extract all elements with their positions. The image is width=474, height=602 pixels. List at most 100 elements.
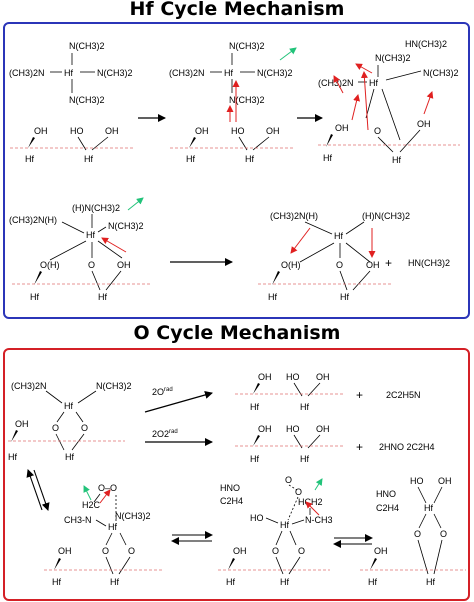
me2n-label: (CH3)2N xyxy=(318,78,354,88)
nme2-label: N(CH3)2 xyxy=(423,68,459,78)
o-cycle-start-complex: (CH3)2N N(CH3)2 Hf xyxy=(11,381,132,423)
hf-label: Hf xyxy=(226,577,235,587)
oh-label: OH xyxy=(335,123,349,133)
hno-label: HNO xyxy=(376,489,396,499)
o-cycle-panel xyxy=(3,348,470,601)
nme2-label: N(CH3)2 xyxy=(257,68,293,78)
hf-partially-reacted: HN(CH3)2 N(CH3)2 (CH3)2N Hf N(CH3)2 xyxy=(318,39,459,141)
o-label: O xyxy=(102,546,109,556)
hf-tdmah-approach: N(CH3)2 (CH3)2N Hf N(CH3)2 N(CH3)2 xyxy=(169,41,297,122)
oh-label: OH xyxy=(34,126,48,136)
oh-label: OH xyxy=(258,424,272,434)
o-label: O xyxy=(128,546,135,556)
hf-label: Hf xyxy=(250,402,259,412)
hnme2-label: HN(CH3)2 xyxy=(405,39,447,49)
oxygen-bridged-surface: OH O O Hf Hf xyxy=(218,546,330,587)
oh-label: OH xyxy=(316,372,330,382)
equilibrium-arrow xyxy=(333,534,373,548)
ch3n-label: CH3-N xyxy=(64,515,92,525)
nme2-label: N(CH3)2 xyxy=(229,41,265,51)
o-dot-label: O xyxy=(295,487,302,497)
o-h-label: O(H) xyxy=(40,260,60,270)
hf-center-label: Hf xyxy=(108,522,117,532)
hydroxylated-surface: OH O OH Hf Hf xyxy=(318,119,460,165)
h-nme2-label: (H)N(CH3)2 xyxy=(362,211,410,221)
h2c-label: H2C xyxy=(82,500,101,510)
hf-label: Hf xyxy=(300,402,309,412)
hf-label: Hf xyxy=(245,154,254,164)
nme2-label: N(CH3)2 xyxy=(375,53,411,63)
hf-label: Hf xyxy=(65,452,74,462)
hydroxylated-surface: OH HO OH Hf Hf xyxy=(170,126,295,164)
hydroxylated-hf-product: HO OH Hf xyxy=(410,476,452,529)
hf-cycle-panel xyxy=(3,22,470,319)
hno-c2h4-label: 2HNO 2C2H4 xyxy=(379,442,435,452)
hf-center-label: Hf xyxy=(334,231,343,241)
hf-center-label: Hf xyxy=(369,78,378,88)
hf-label: Hf xyxy=(426,577,435,587)
o-label: O xyxy=(374,126,381,136)
hno-label: HNO xyxy=(220,483,240,493)
ozone-radical-pathway: 2O2rad xyxy=(145,429,213,446)
hf-tdmah-molecule: N(CH3)2 (CH3)2N Hf N(CH3)2 N(CH3)2 xyxy=(9,41,133,105)
hf-label: Hf xyxy=(368,577,377,587)
peroxo-insertion-complex: O–O H2C CH3-N N(CH3)2 Hf xyxy=(64,483,151,546)
h-nme2-label: (H)N(CH3)2 xyxy=(72,203,120,213)
hf-center-label: Hf xyxy=(86,230,95,240)
hydroxylated-surface: O(H) O OH Hf Hf xyxy=(12,260,150,302)
o-label: O xyxy=(336,260,343,270)
hf-label: Hf xyxy=(25,154,34,164)
nme2-label: N(CH3)2 xyxy=(69,95,105,105)
hf-label: Hf xyxy=(110,577,119,587)
oh-label: OH xyxy=(417,119,431,129)
ho-label: HO xyxy=(286,372,300,382)
me2nh-label: (CH3)2N(H) xyxy=(9,215,57,225)
nme2-label: N(CH3)2 xyxy=(115,511,151,521)
oh-label: OH xyxy=(258,372,272,382)
nme2-label: N(CH3)2 xyxy=(69,41,105,51)
oxygen-bridged-surface: OH O O Hf Hf xyxy=(360,529,466,587)
hf-label: Hf xyxy=(250,454,259,464)
oh-label: OH xyxy=(105,126,119,136)
c2h5n-label: 2C2H5N xyxy=(386,390,421,400)
hf-center-label: Hf xyxy=(64,68,73,78)
me2n-label: (CH3)2N xyxy=(11,381,47,391)
o-label: O xyxy=(414,529,421,539)
ho-label: HO xyxy=(70,126,84,136)
oxygen-bridged-surface: OH O O Hf Hf xyxy=(44,546,162,587)
hf-label: Hf xyxy=(8,452,17,462)
oh-label: OH xyxy=(316,424,330,434)
hf-center-label: Hf xyxy=(224,68,233,78)
oh-label: OH xyxy=(266,126,280,136)
ho-label: HO xyxy=(410,476,424,486)
nme2-label: N(CH3)2 xyxy=(229,95,265,105)
oh-label: OH xyxy=(374,546,388,556)
hf-center-label: Hf xyxy=(64,401,73,411)
c2h4-label: C2H4 xyxy=(376,503,399,513)
equilibrium-arrow xyxy=(26,469,50,511)
byproduct-hno-c2h4: HNO C2H4 xyxy=(376,489,399,513)
oo-label: O–O xyxy=(98,483,117,493)
nme2-label: N(CH3)2 xyxy=(97,68,133,78)
hf-label: Hf xyxy=(52,577,61,587)
oh-label: OH xyxy=(195,126,209,136)
o-h-label: O(H) xyxy=(281,260,301,270)
hf-label: Hf xyxy=(340,292,349,302)
oh-label: OH xyxy=(233,546,247,556)
oh-label: OH xyxy=(117,260,131,270)
hf-label: Hf xyxy=(392,155,401,165)
ho-label: HO xyxy=(231,126,245,136)
rehydroxylated-surface: OH HO OH Hf Hf + 2C2H5N xyxy=(235,372,421,412)
hf-label: Hf xyxy=(268,292,277,302)
hf-center-label: Hf xyxy=(424,503,433,513)
plus-sign: + xyxy=(356,440,363,454)
hf-label: Hf xyxy=(300,454,309,464)
rehydroxylated-surface: OH HO OH Hf Hf + 2HNO 2C2H4 xyxy=(235,424,435,464)
hf-label: Hf xyxy=(323,153,332,163)
o2-rad-label: 2O2rad xyxy=(152,429,178,439)
oh-label: OH xyxy=(58,546,72,556)
hf-product-complex: (CH3)2N(H) (H)N(CH3)2 Hf + HN(CH3)2 xyxy=(270,211,450,270)
hf-center-label: Hf xyxy=(280,520,289,530)
equilibrium-arrow xyxy=(171,531,213,545)
